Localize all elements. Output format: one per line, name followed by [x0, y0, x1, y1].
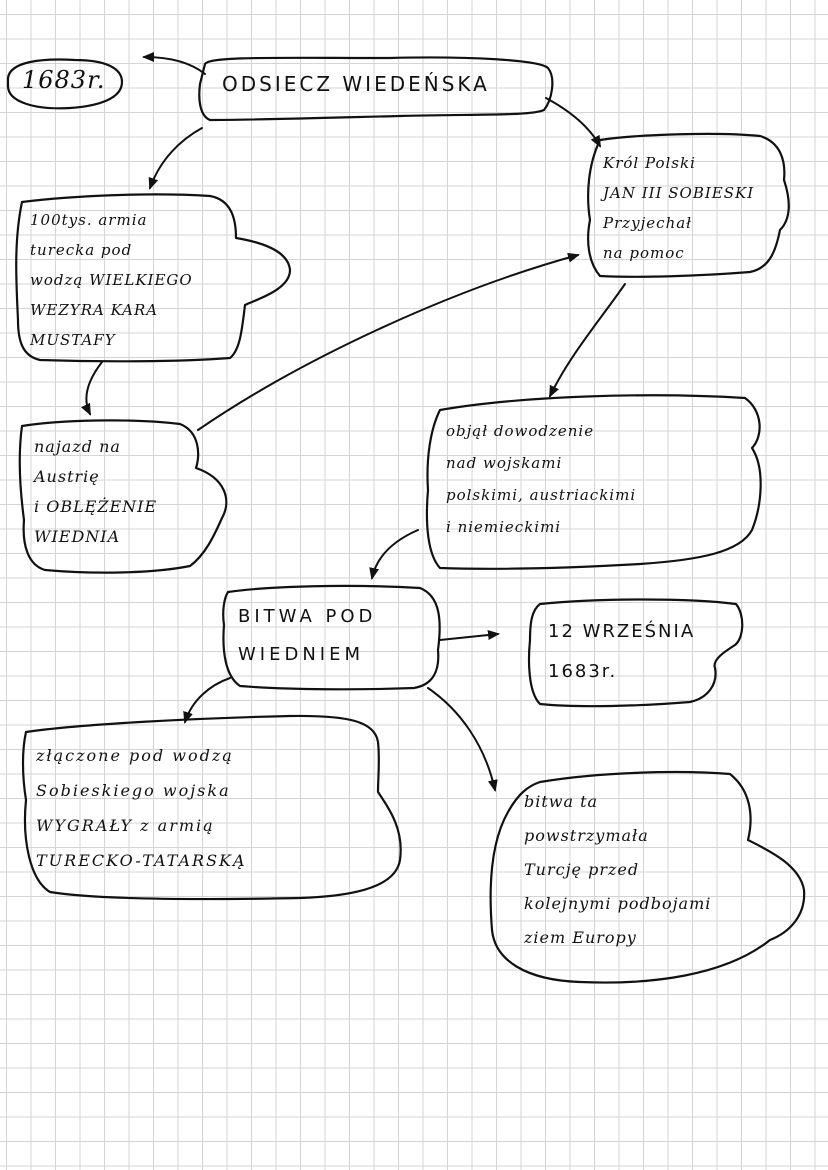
- invasion-label: najazd na Austrię i OBLĘŻENIE WIEDNIA: [34, 437, 158, 546]
- year-top-bubble: [6, 58, 124, 110]
- date-box: [527, 598, 744, 708]
- victory-label: złączone pod wodzą Sobieskiego wojska WY…: [36, 746, 247, 870]
- command-label: objął dowodzenie nad wojskami polskimi, …: [446, 422, 637, 536]
- year-top-label: 1683r.: [22, 66, 106, 94]
- arrow-invasion-to-king: [197, 252, 580, 431]
- arrow-battle-to-victory: [183, 677, 231, 724]
- title-box: [198, 56, 554, 122]
- stopped-label: bitwa ta powstrzymała Turcję przed kolej…: [524, 792, 712, 947]
- army-box: [15, 193, 292, 363]
- battle-box: [222, 584, 441, 691]
- arrow-title-to-king: [545, 97, 601, 148]
- arrow-battle-to-stopped: [427, 687, 498, 792]
- arrow-title-to-army: [148, 127, 203, 190]
- battle-label: BITWA POD WIEDNIEM: [238, 606, 377, 665]
- stopped-box: [489, 770, 806, 984]
- command-box: [425, 394, 762, 570]
- arrow-command-to-battle: [369, 529, 419, 580]
- army-label: 100tys. armia turecka pod wodzą WIELKIEG…: [30, 211, 193, 349]
- arrow-battle-to-date: [439, 630, 500, 641]
- date-label: 12 WRZEŚNIA 1683r.: [548, 621, 696, 682]
- arrow-army-to-invasion: [81, 361, 103, 416]
- invasion-box: [18, 419, 228, 574]
- arrow-king-to-command: [549, 283, 626, 398]
- king-label: Król Polski JAN III SOBIESKI Przyjechał …: [603, 154, 755, 262]
- title-label: ODSIECZ WIEDEŃSKA: [222, 72, 490, 96]
- king-box: [587, 132, 790, 278]
- arrow-title-to-year: [142, 52, 206, 75]
- victory-box: [21, 714, 402, 901]
